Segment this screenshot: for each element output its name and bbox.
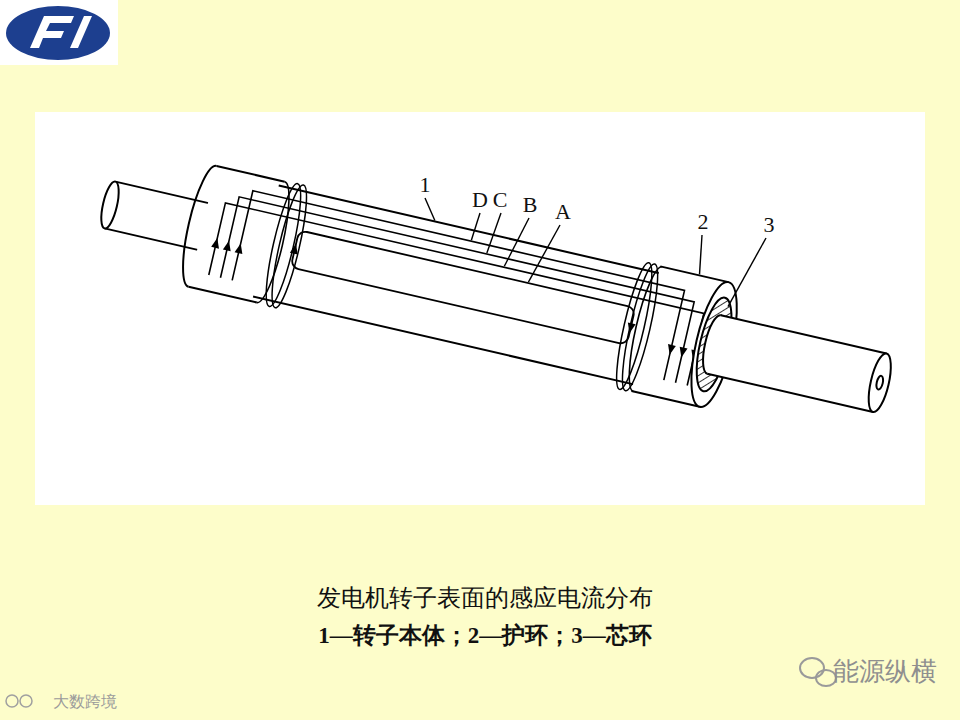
current-path-letter: D [472,187,488,213]
watermark-icon [6,695,32,707]
figure-panel [35,112,925,505]
current-path-letter: B [523,192,538,218]
leader-line [425,198,435,220]
rotor [89,140,904,448]
watermark: 大数跨境 [53,692,117,711]
callout-number: 2 [698,209,709,235]
current-path-letter: A [555,199,571,225]
leader-line [504,218,529,266]
current-path-letter: C [493,187,508,213]
callout-number: 3 [764,212,775,238]
logo [0,0,118,65]
part-key: 1—转子本体；2—护环；3—芯环 [318,622,652,650]
callout-number: 1 [420,172,431,198]
watermark: 能源纵横 [833,656,937,687]
leader-line [487,213,501,253]
figure-caption: 发电机转子表面的感应电流分布 [317,584,653,613]
leader-line [471,213,480,240]
leader-line [528,225,560,282]
leader-line [728,238,766,307]
leader-line [700,235,703,274]
leader-lines [425,198,766,307]
wechat-icon [800,658,836,686]
